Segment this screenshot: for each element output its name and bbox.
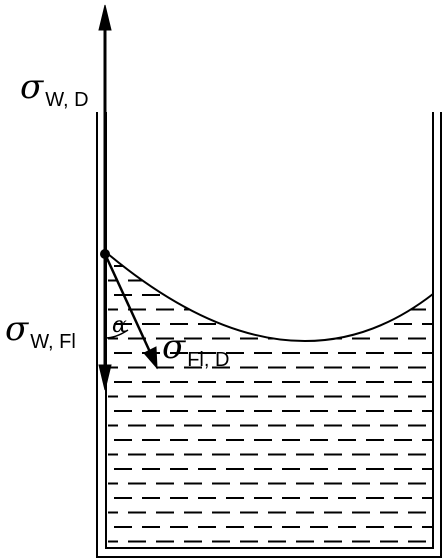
arrow-sigma-wd-head [98, 4, 112, 31]
meniscus-curve [107, 253, 434, 342]
contact-point [100, 249, 110, 259]
label-alpha: α [112, 313, 127, 338]
arrow-sigma-fld-head [143, 346, 158, 370]
liquid-dashes [108, 265, 433, 543]
container-outer-wall [96, 112, 442, 558]
arrow-sigma-fld-shaft [103, 253, 152, 353]
alpha-angle-arc [104, 329, 129, 339]
force-arrows [98, 4, 158, 391]
arrow-sigma-wfl-head [98, 364, 112, 391]
container [96, 112, 442, 558]
